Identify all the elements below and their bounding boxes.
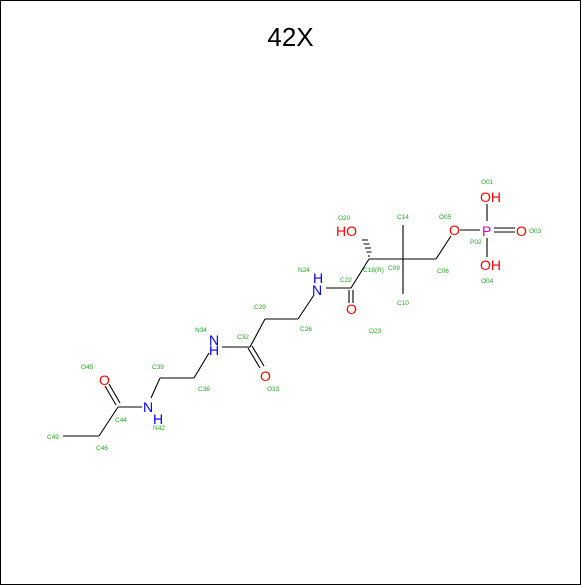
bond-c44-o45-b — [108, 383, 121, 404]
label-c22: C22 — [340, 277, 352, 284]
atom-symbols: HO O P OH OH O H N O N H O N H O — [99, 189, 527, 427]
label-o04: O04 — [481, 278, 494, 285]
label-n24: N24 — [298, 267, 310, 274]
label-o23: O23 — [369, 328, 382, 335]
atom-n34: N — [209, 332, 219, 348]
label-o45: O45 — [81, 364, 94, 371]
atom-oh-o01: OH — [480, 189, 501, 205]
label-c29: C29 — [254, 304, 266, 311]
label-o20: O20 — [338, 215, 351, 222]
bond-n24-c26 — [297, 294, 315, 320]
bond-c44-o45-a — [104, 385, 117, 406]
atom-h-n34: H — [209, 342, 219, 358]
label-c49: C49 — [47, 434, 59, 441]
label-c18: C18(R) — [363, 267, 384, 274]
label-c46: C46 — [96, 445, 108, 452]
bond-c44-c46 — [98, 406, 119, 437]
atom-labels: O01 O03 P02 O04 O05 C06 C09 C10 C14 O20 … — [47, 179, 542, 452]
atom-o33: O — [260, 368, 271, 384]
atom-n24: N — [312, 282, 322, 298]
label-o05: O05 — [439, 214, 452, 221]
bond-c32-o33-b — [251, 345, 265, 367]
label-o03: O03 — [529, 228, 542, 235]
atom-o05: O — [449, 222, 460, 238]
bonds — [63, 204, 515, 437]
bond-n34-c36 — [193, 352, 210, 379]
bond-c18-hydroxyl-hashed — [362, 239, 372, 257]
atom-p02: P — [482, 223, 491, 239]
label-o01: O01 — [481, 179, 494, 186]
label-c39: C39 — [152, 364, 164, 371]
atom-o23: O — [346, 301, 357, 317]
label-o33: O33 — [267, 386, 280, 393]
bond-c39-n42 — [150, 377, 161, 399]
atom-hydroxyl: HO — [336, 223, 357, 239]
bond-c32-o33-a — [247, 347, 261, 369]
molecule-title: 42X — [267, 22, 314, 52]
atom-o03: O — [516, 223, 527, 239]
label-n34: N34 — [195, 327, 207, 334]
label-c10: C10 — [397, 300, 409, 307]
atom-oh-o04: OH — [480, 257, 501, 273]
atom-o45: O — [99, 372, 110, 388]
atom-h-n24: H — [313, 270, 323, 286]
label-c36: C36 — [198, 386, 210, 393]
bond-c29-c32 — [249, 318, 266, 348]
label-p02: P02 — [470, 239, 482, 246]
label-n42: N42 — [153, 425, 165, 432]
atom-n42: N — [143, 399, 153, 415]
label-c14: C14 — [397, 214, 409, 221]
label-c06: C06 — [437, 268, 449, 275]
bond-c18-c22 — [350, 258, 370, 289]
label-c26: C26 — [300, 326, 312, 333]
bond-c06-o05 — [435, 235, 452, 260]
label-c09: C09 — [388, 265, 400, 272]
atom-h-n42: H — [153, 411, 163, 427]
label-c32: C32 — [237, 334, 249, 341]
label-c44: C44 — [115, 417, 127, 424]
